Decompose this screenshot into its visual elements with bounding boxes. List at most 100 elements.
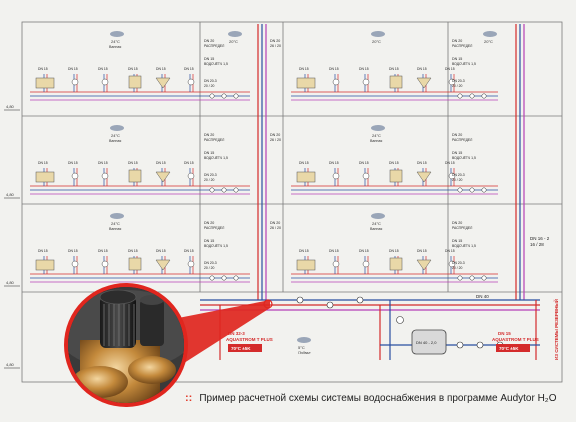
tap-fixture <box>101 172 109 180</box>
pipe-label: DN 20 <box>452 39 462 43</box>
pipe-label: DN 20 <box>452 133 462 137</box>
callout-target-ring <box>263 299 273 309</box>
riser-label: DN 20 <box>270 39 280 43</box>
pipe-label: РАСПРЕДЕЛ <box>204 226 224 230</box>
svg-text:70°C ±5K: 70°C ±5K <box>499 346 519 351</box>
pipe-size-label: DN 15 <box>329 161 339 165</box>
pipe-label: DN 15 <box>452 57 462 61</box>
pipe-label: DN 20-3 <box>204 79 217 83</box>
sink-fixture <box>416 259 432 271</box>
tap-fixture <box>71 78 79 86</box>
pipe-label: DN 20 <box>452 221 462 225</box>
pipe-label: DN 15 <box>204 151 214 155</box>
valve-symbol <box>233 187 239 193</box>
sink-fixture <box>155 171 171 183</box>
svg-text:70°C ±5K: 70°C ±5K <box>231 346 251 351</box>
room-name: Ванная <box>370 227 382 231</box>
valve-symbol <box>457 93 463 99</box>
pipe-label: DN 15 <box>204 239 214 243</box>
pipe-size-label: DN 15 <box>128 67 138 71</box>
room-tag <box>110 125 124 131</box>
valve-symbol <box>469 93 475 99</box>
valve-symbol <box>209 93 215 99</box>
pipe-size-label: DN 15 <box>445 249 455 253</box>
pipe-size-label: DN 15 <box>417 67 427 71</box>
pipe-size-label: DN 15 <box>184 249 194 253</box>
bathtub-fixture <box>35 77 55 89</box>
washer-fixture <box>128 257 142 271</box>
bathtub-fixture <box>296 259 316 271</box>
tap-fixture <box>332 260 340 268</box>
room-temperature: 24°C <box>111 39 120 44</box>
svg-text:AQUASTROM T PLUS: AQUASTROM T PLUS <box>226 337 273 342</box>
pipe-label: 20 / 20 <box>452 266 462 270</box>
pipe-size-label: DN 15 <box>68 161 78 165</box>
pipe-label: ВОДСЧЁТЧ 1,5 <box>452 62 476 66</box>
valve-symbol <box>221 275 227 281</box>
tap-fixture <box>362 78 370 86</box>
riser-label: DN 20 <box>270 221 280 225</box>
svg-text:Подвал: Подвал <box>298 351 310 355</box>
tap-fixture <box>187 260 195 268</box>
svg-text:5°C: 5°C <box>298 345 305 350</box>
washer-fixture <box>389 257 403 271</box>
caption-marker: :: <box>185 392 193 404</box>
svg-text:DN 40 - 2,0: DN 40 - 2,0 <box>416 340 437 345</box>
pipe-size-label: DN 15 <box>128 161 138 165</box>
pipe-size-label: DN 15 <box>359 249 369 253</box>
pipe-size-label: DN 15 <box>299 161 309 165</box>
tap-fixture <box>101 78 109 86</box>
pipe-label: DN 20 <box>204 39 214 43</box>
svg-text:AQUASTROM T PLUS: AQUASTROM T PLUS <box>492 337 539 342</box>
pipe-label: 20 / 20 <box>452 84 462 88</box>
pipe-size-label: DN 15 <box>98 67 108 71</box>
pipe-size-label: DN 15 <box>156 161 166 165</box>
pipe-size-label: DN 15 <box>68 67 78 71</box>
pipe-label: РАСПРЕДЕЛ <box>204 44 224 48</box>
pipe-label: ВОДСЧЁТЧ 1,5 <box>204 244 228 248</box>
svg-text:4,80: 4,80 <box>6 362 15 367</box>
basement-labels: DN 32-3 AQUASTROM T PLUS 70°C ±5K DN 15 … <box>226 236 550 352</box>
room-tag <box>483 31 497 37</box>
pipe-label: ВОДСЧЁТЧ 1,5 <box>204 156 228 160</box>
svg-text:4,80: 4,80 <box>6 192 15 197</box>
sink-fixture <box>416 77 432 89</box>
pipe-label: РАСПРЕДЕЛ <box>204 138 224 142</box>
pipe-label: DN 20 <box>204 133 214 137</box>
room-temperature: 24°C <box>372 133 381 138</box>
pipe-size-label: DN 15 <box>98 161 108 165</box>
pipe-label: DN 20-3 <box>204 261 217 265</box>
room-tag <box>371 31 385 37</box>
washer-fixture <box>389 75 403 89</box>
room-temperature: 20°C <box>229 39 238 44</box>
valve-symbol <box>469 275 475 281</box>
riser-label: 26 / 20 <box>270 138 281 142</box>
room-name: Ванная <box>370 139 382 143</box>
pipe-size-label: DN 15 <box>445 67 455 71</box>
valve-symbol <box>233 93 239 99</box>
pipe-label: DN 15 <box>452 239 462 243</box>
pipe-label: DN 15 <box>452 151 462 155</box>
tap-fixture <box>332 172 340 180</box>
room-tag <box>228 31 242 37</box>
valve-symbol <box>457 275 463 281</box>
callout-pointer <box>168 300 270 372</box>
riser-label: 26 / 20 <box>270 226 281 230</box>
svg-text:4,80: 4,80 <box>6 104 15 109</box>
pipe-size-label: DN 15 <box>417 161 427 165</box>
valve-symbol <box>221 187 227 193</box>
pipe-size-label: DN 15 <box>389 249 399 253</box>
washer-fixture <box>389 169 403 183</box>
room-temperature: 24°C <box>111 133 120 138</box>
pipe-label: 20 / 20 <box>204 266 214 270</box>
valve-photo <box>64 283 188 407</box>
svg-text:16 / 28: 16 / 28 <box>530 242 544 247</box>
tap-fixture <box>332 78 340 86</box>
pipe-size-label: DN 15 <box>445 161 455 165</box>
pipe-size-label: DN 15 <box>359 161 369 165</box>
valve-symbol <box>481 187 487 193</box>
pipe-size-label: DN 15 <box>329 249 339 253</box>
svg-text:DN 40: DN 40 <box>476 294 489 299</box>
